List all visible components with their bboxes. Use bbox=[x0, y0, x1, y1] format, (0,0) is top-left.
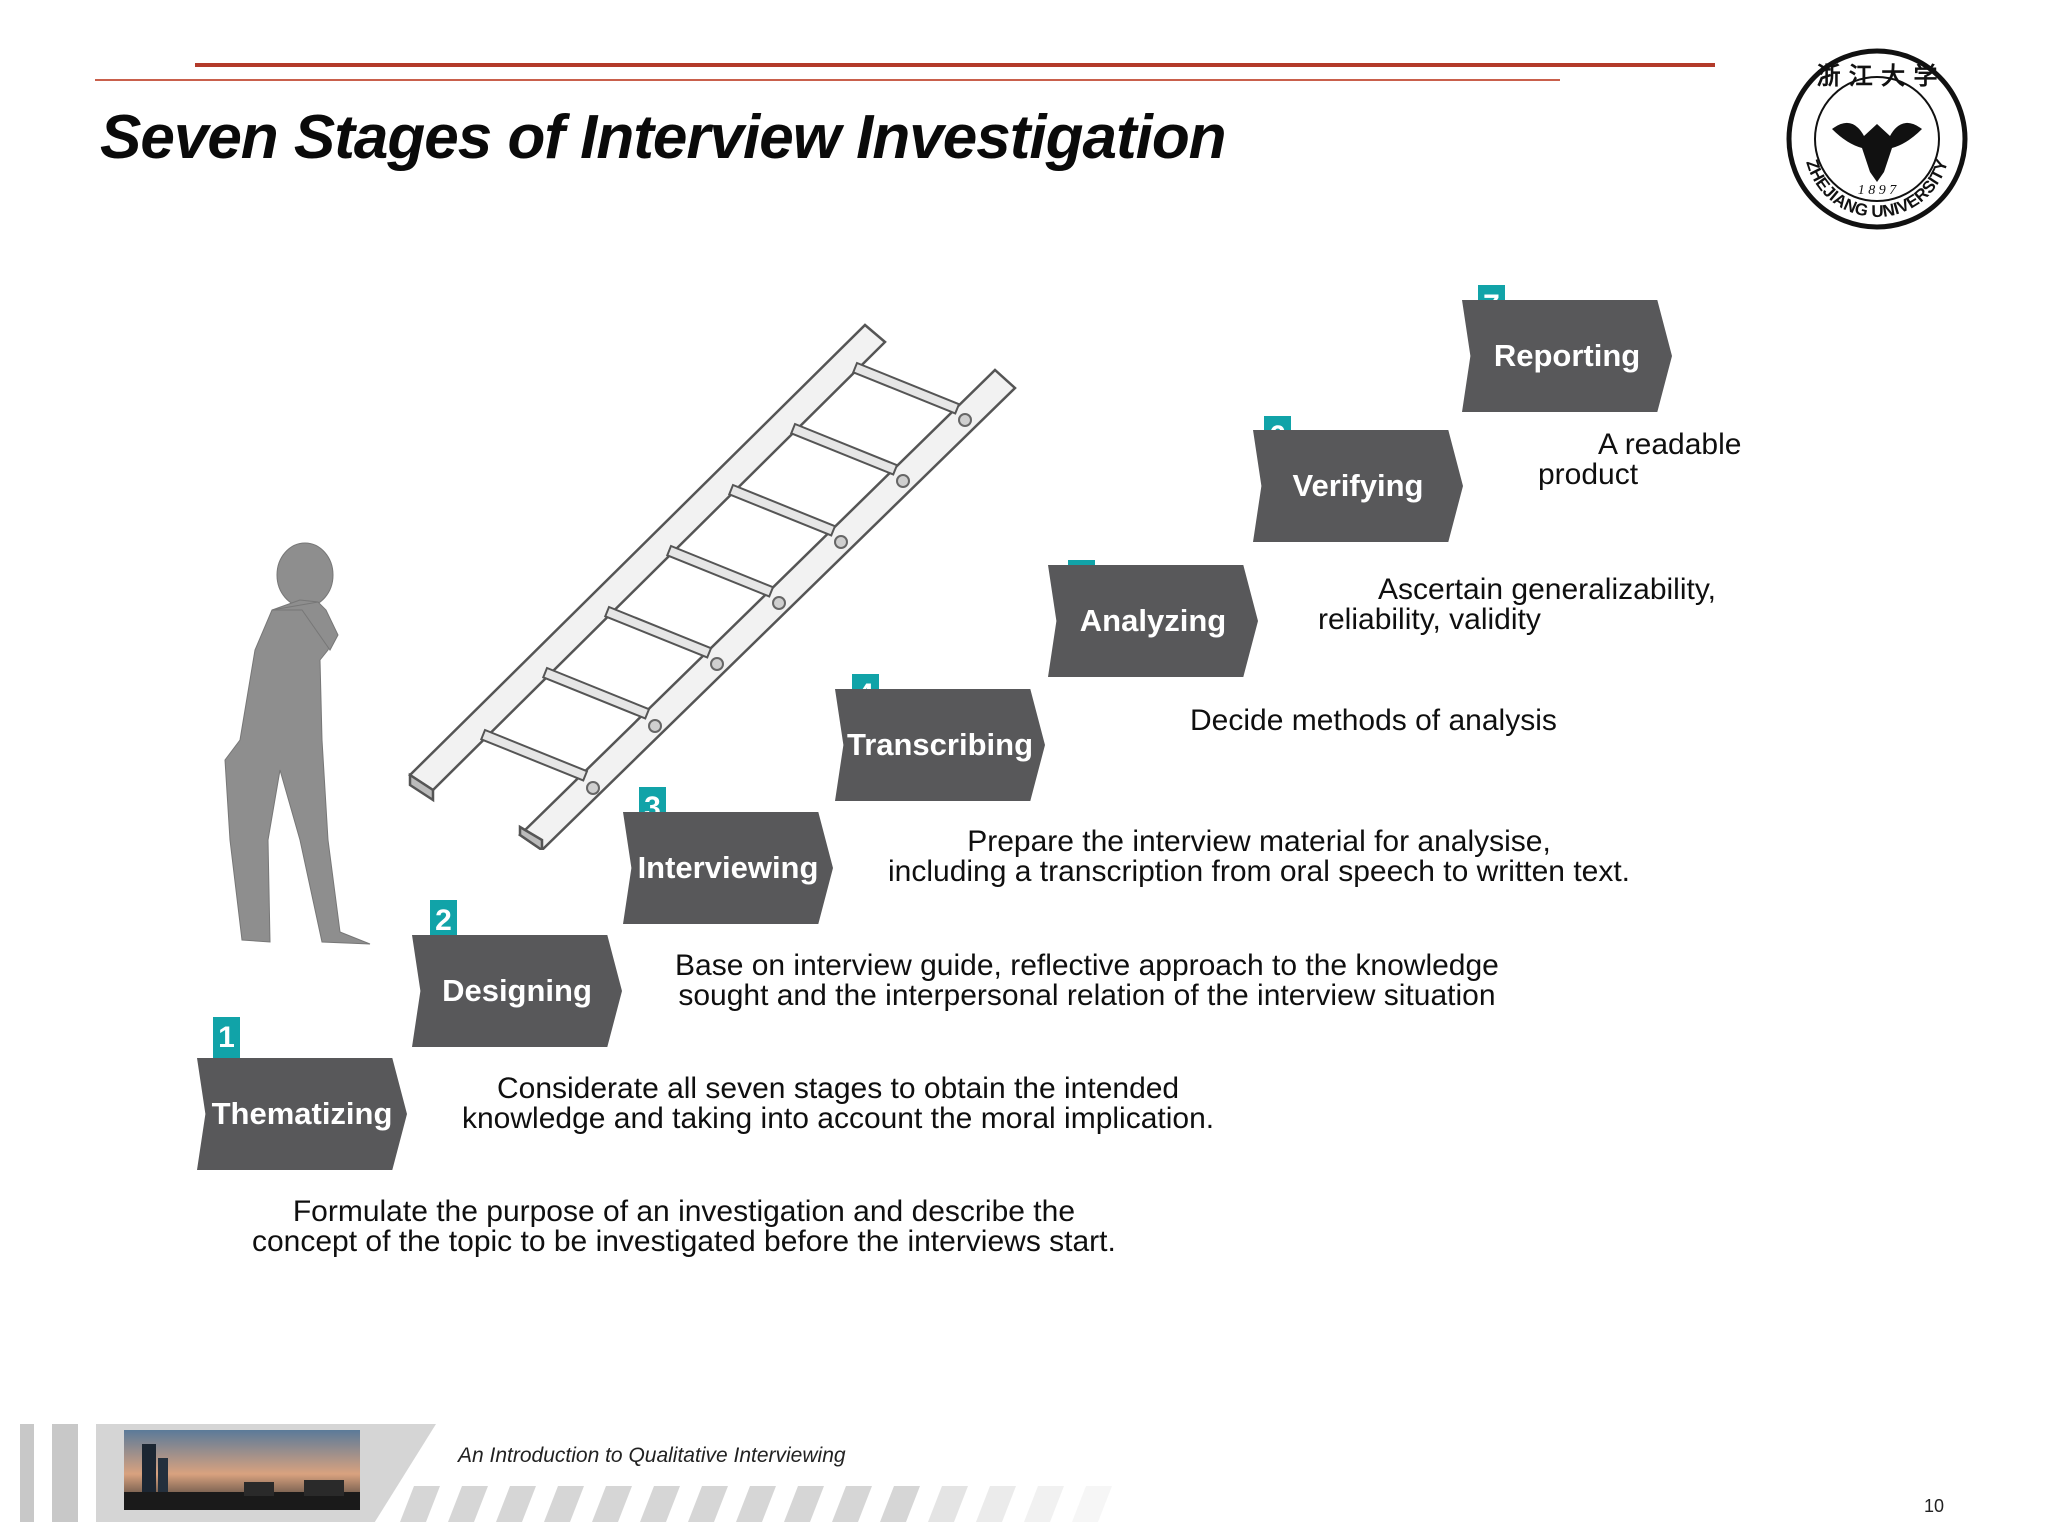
stage-label: Transcribing bbox=[846, 727, 1034, 762]
footer-city-photo bbox=[124, 1430, 360, 1510]
header-thin-line bbox=[95, 79, 1560, 81]
footer-slanted-stripes bbox=[400, 1486, 1112, 1522]
stage-label: Thematizing bbox=[211, 1096, 393, 1131]
stage-description: Ascertain generalizability, reliability,… bbox=[1318, 575, 1716, 635]
stage-arrow-shape bbox=[197, 1058, 407, 1170]
stage-label: Interviewing bbox=[637, 850, 819, 885]
stage-designing: Designing bbox=[412, 935, 622, 1047]
stage-arrow-shape bbox=[623, 812, 833, 924]
description-line: concept of the topic to be investigated … bbox=[252, 1225, 1116, 1258]
stage-description: A readable product bbox=[1538, 430, 1741, 490]
stage-arrow-shape bbox=[1253, 430, 1463, 542]
stage-label: Reporting bbox=[1493, 338, 1641, 373]
stage-arrow-shape bbox=[1462, 300, 1672, 412]
description-line: Formulate the purpose of an investigatio… bbox=[292, 1195, 1075, 1228]
description-line: Decide methods of analysis bbox=[1190, 704, 1557, 737]
stage-description: Formulate the purpose of an investigatio… bbox=[252, 1197, 1116, 1257]
svg-text:浙 江 大 学: 浙 江 大 学 bbox=[1816, 61, 1937, 90]
stage-label: Designing bbox=[442, 973, 592, 1008]
description-line: Base on interview guide, reflective appr… bbox=[675, 949, 1499, 982]
stage-transcribing: Transcribing bbox=[835, 689, 1045, 801]
stage-description: Considerate all seven stages to obtain t… bbox=[462, 1074, 1214, 1134]
stage-arrow-shape bbox=[835, 689, 1045, 801]
stage-analyzing: Analyzing bbox=[1048, 565, 1258, 677]
page-number: 10 bbox=[1924, 1496, 1945, 1516]
slide-title: Seven Stages of Interview Investigation bbox=[100, 103, 1227, 172]
stage-verifying: Verifying bbox=[1253, 430, 1463, 542]
footer-course-title: An Introduction to Qualitative Interview… bbox=[458, 1444, 846, 1467]
university-seal-logo: 1 8 9 7 ZHEJIANG UNIVERSITY 浙 江 大 学 bbox=[1786, 48, 1968, 230]
description-line: knowledge and taking into account the mo… bbox=[462, 1102, 1215, 1135]
stage-number-badge: 1 bbox=[213, 1017, 240, 1059]
description-line: Considerate all seven stages to obtain t… bbox=[496, 1072, 1180, 1105]
description-line: sought and the interpersonal relation of… bbox=[678, 979, 1496, 1012]
description-line: Prepare the interview material for analy… bbox=[967, 825, 1551, 858]
stage-label: Analyzing bbox=[1079, 603, 1227, 638]
stage-arrow-shape bbox=[1048, 565, 1258, 677]
description-line: including a transcription from oral spee… bbox=[888, 855, 1631, 888]
stage-label: Verifying bbox=[1292, 468, 1424, 503]
stage-thematizing: Thematizing bbox=[197, 1058, 407, 1170]
footer-stripe bbox=[20, 1424, 34, 1522]
stage-description: Decide methods of analysis bbox=[1190, 706, 1557, 736]
stage-description: Base on interview guide, reflective appr… bbox=[675, 951, 1499, 1011]
stage-description: Prepare the interview material for analy… bbox=[888, 827, 1630, 887]
description-line: A readable bbox=[1598, 428, 1742, 461]
thinking-person-silhouette bbox=[224, 542, 371, 945]
footer-stripe bbox=[52, 1424, 78, 1522]
description-line: Ascertain generalizability, bbox=[1378, 573, 1716, 606]
stage-reporting: Reporting bbox=[1462, 300, 1672, 412]
description-line: reliability, validity bbox=[1318, 603, 1541, 636]
description-line: product bbox=[1538, 458, 1639, 491]
stage-arrow-shape bbox=[412, 935, 622, 1047]
ladder-illustration bbox=[408, 323, 1017, 850]
svg-text:1 8 9 7: 1 8 9 7 bbox=[1858, 183, 1898, 198]
header-accent-line bbox=[195, 63, 1715, 67]
stage-interviewing: Interviewing bbox=[623, 812, 833, 924]
